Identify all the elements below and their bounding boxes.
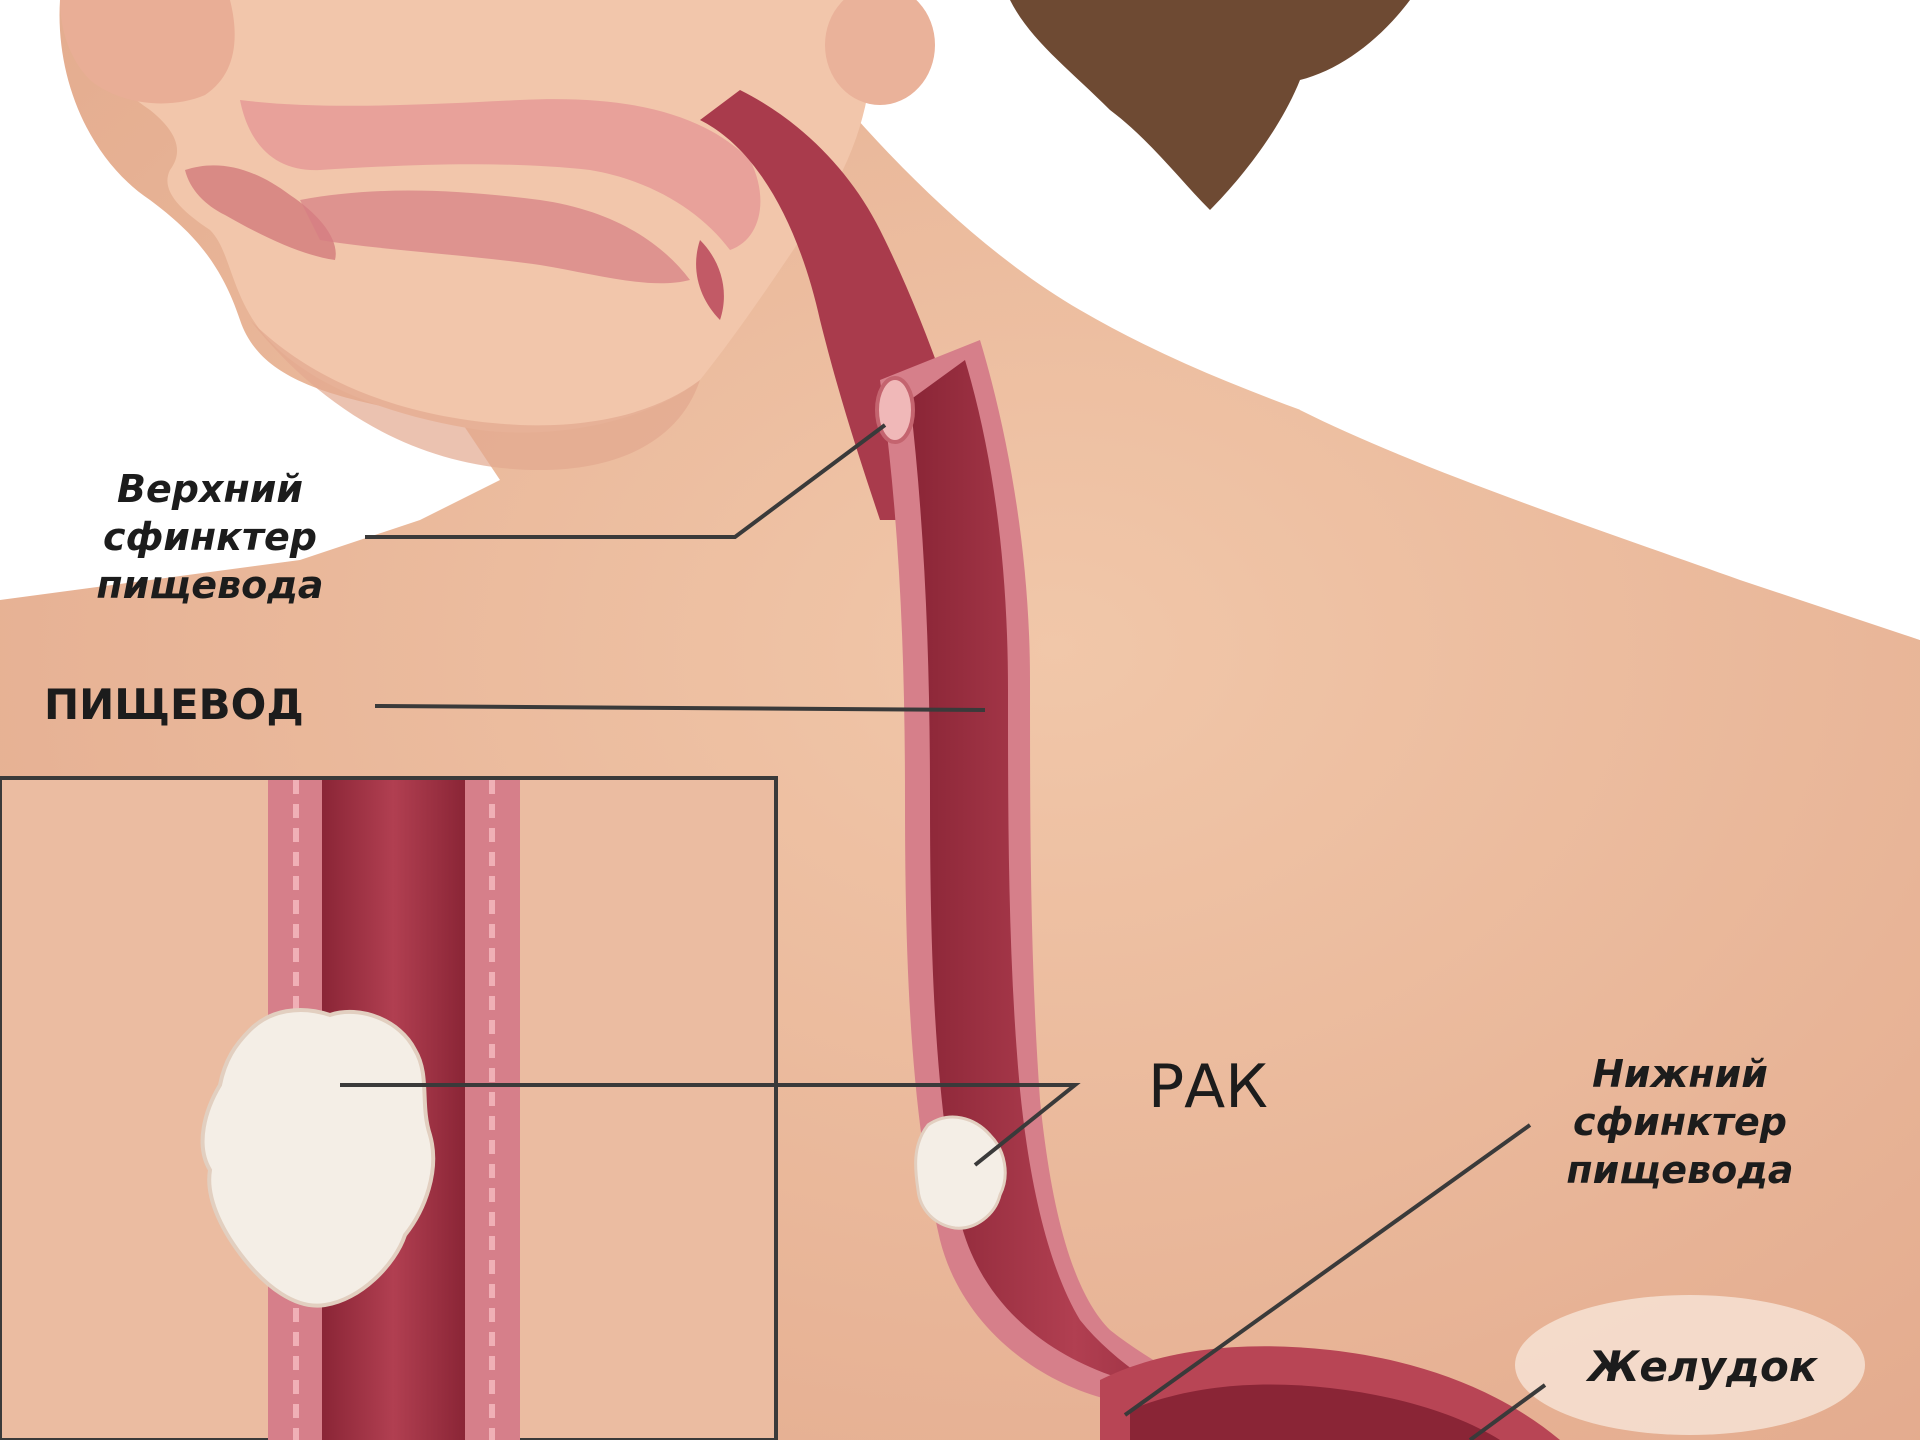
label-lower-sphincter: Нижний сфинктер пищевода (1555, 1050, 1805, 1194)
label-upper-sphincter-line2: сфинктер (90, 513, 330, 561)
label-esophagus: ПИЩЕВОД (44, 680, 304, 729)
label-lower-sphincter-line3: пищевода (1555, 1146, 1805, 1194)
label-cancer: РАК (1148, 1052, 1268, 1122)
label-lower-sphincter-line2: сфинктер (1555, 1098, 1805, 1146)
label-upper-sphincter: Верхний сфинктер пищевода (90, 465, 330, 609)
label-upper-sphincter-line1: Верхний (90, 465, 330, 513)
label-lower-sphincter-line1: Нижний (1555, 1050, 1805, 1098)
label-upper-sphincter-line3: пищевода (90, 561, 330, 609)
upper-sphincter-ring (877, 378, 913, 442)
label-stomach: Желудок (1588, 1342, 1817, 1391)
